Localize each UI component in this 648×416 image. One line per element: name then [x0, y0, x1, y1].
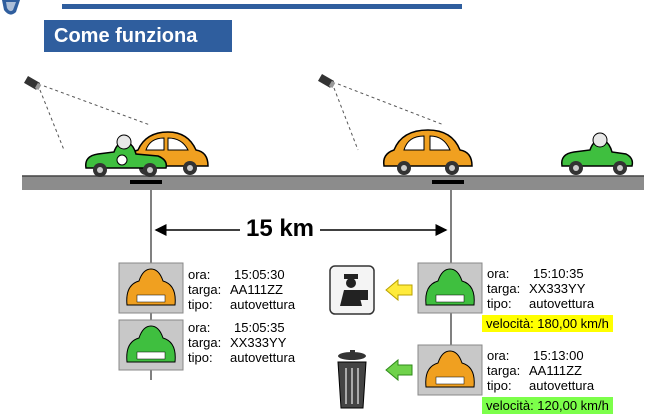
- record-b1: ora: 15:10:35 targa: XX333YY tipo: autovett…: [487, 266, 594, 311]
- tipo-value: autovettura: [230, 297, 296, 312]
- tipo-label: tipo:: [487, 378, 512, 393]
- tipo-value: autovettura: [230, 350, 296, 365]
- road-sensor-b: [432, 180, 464, 184]
- tipo-value: autovettura: [529, 296, 595, 311]
- page-title: Come funziona: [44, 20, 232, 52]
- record-b2: ora: 15:13:00 targa: AA111ZZ tipo: autovett…: [487, 348, 594, 393]
- ora-label: ora:: [487, 348, 510, 363]
- ora-value: 15:05:35: [234, 320, 285, 335]
- photo-thumbnail: [417, 262, 483, 314]
- trash-bin-icon: [337, 350, 367, 409]
- yellow-car-icon: [382, 129, 473, 175]
- green-car-icon: [561, 132, 634, 175]
- arrow-left-yellow-icon: [385, 278, 413, 302]
- ora-label: ora:: [188, 320, 211, 335]
- tipo-label: tipo:: [188, 297, 213, 312]
- targa-value: AA111ZZ: [529, 363, 582, 378]
- targa-value: XX333YY: [529, 281, 586, 296]
- camera-icon: [318, 74, 336, 89]
- photo-thumbnail: [118, 262, 184, 314]
- distance-label: 15 km: [245, 215, 315, 242]
- record-a1: ora: 15:05:30 targa: AA111ZZ tipo: autovett…: [188, 267, 295, 312]
- targa-label: targa:: [188, 282, 222, 297]
- tipo-value: autovettura: [529, 378, 595, 393]
- targa-value: XX333YY: [230, 335, 287, 350]
- ora-value: 15:13:00: [533, 348, 584, 363]
- ora-label: ora:: [487, 266, 510, 281]
- ora-value: 15:05:30: [234, 267, 285, 282]
- ora-label: ora:: [188, 267, 211, 282]
- police-officer-icon: [329, 265, 375, 315]
- green-car-icon: [85, 134, 168, 177]
- logo-icon: [2, 0, 20, 15]
- tipo-label: tipo:: [188, 350, 213, 365]
- road-sensor-a: [130, 180, 162, 184]
- targa-value: AA111ZZ: [230, 282, 283, 297]
- targa-label: targa:: [188, 335, 222, 350]
- tipo-label: tipo:: [487, 296, 512, 311]
- road: [22, 176, 644, 190]
- header-rule: [62, 4, 462, 9]
- photo-thumbnail: [118, 319, 184, 371]
- camera-icon: [24, 76, 42, 91]
- record-a2: ora: 15:05:35 targa: XX333YY tipo: autovett…: [188, 320, 295, 365]
- speed-badge-ok: velocità: 120,00 km/h: [482, 397, 613, 414]
- photo-thumbnail: [417, 344, 483, 396]
- ora-value: 15:10:35: [533, 266, 584, 281]
- targa-label: targa:: [487, 363, 521, 378]
- targa-label: targa:: [487, 281, 521, 296]
- arrow-left-green-icon: [385, 358, 413, 382]
- speed-badge-high: velocità: 180,00 km/h: [482, 315, 613, 332]
